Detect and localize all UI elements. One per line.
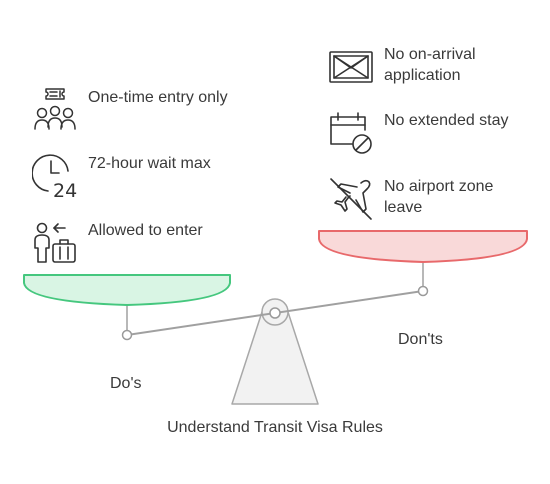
diagram-title: Understand Transit Visa Rules [167, 419, 383, 436]
dos-item-72-hour: 24 72-hour wait max [32, 153, 238, 199]
dos-pan [23, 274, 231, 306]
scale-pivot [269, 307, 281, 319]
crossed-envelope-icon [329, 51, 373, 83]
dos-caption: Do's [110, 375, 142, 392]
plane-blocked-icon [330, 178, 372, 220]
calendar-blocked-icon [330, 112, 372, 154]
svg-text:24: 24 [53, 180, 77, 199]
donts-item-airport-zone: No airport zone leave [328, 176, 534, 222]
scale-stand [231, 311, 319, 405]
dos-hanger-joint [121, 329, 133, 341]
donts-hanger-joint [417, 285, 429, 297]
ticket-group-icon [34, 88, 76, 130]
clock-24-icon: 24 [32, 154, 77, 199]
dos-item-label: 72-hour wait max [88, 155, 211, 172]
donts-item-label: No on-arrival application [384, 46, 476, 84]
donts-item-label: No airport zone leave [384, 178, 494, 216]
dos-item-label: One-time entry only [88, 89, 228, 106]
dos-item-one-time-entry: One-time entry only [32, 87, 238, 133]
donts-caption: Don'ts [398, 331, 443, 348]
traveler-luggage-icon [34, 222, 76, 263]
dos-item-label: Allowed to enter [88, 222, 203, 239]
donts-item-label: No extended stay [384, 112, 509, 129]
donts-pan [318, 230, 528, 263]
donts-item-on-arrival: No on-arrival application [328, 44, 534, 90]
donts-item-extended-stay: No extended stay [328, 110, 534, 156]
dos-item-allowed-enter: Allowed to enter [32, 220, 238, 266]
